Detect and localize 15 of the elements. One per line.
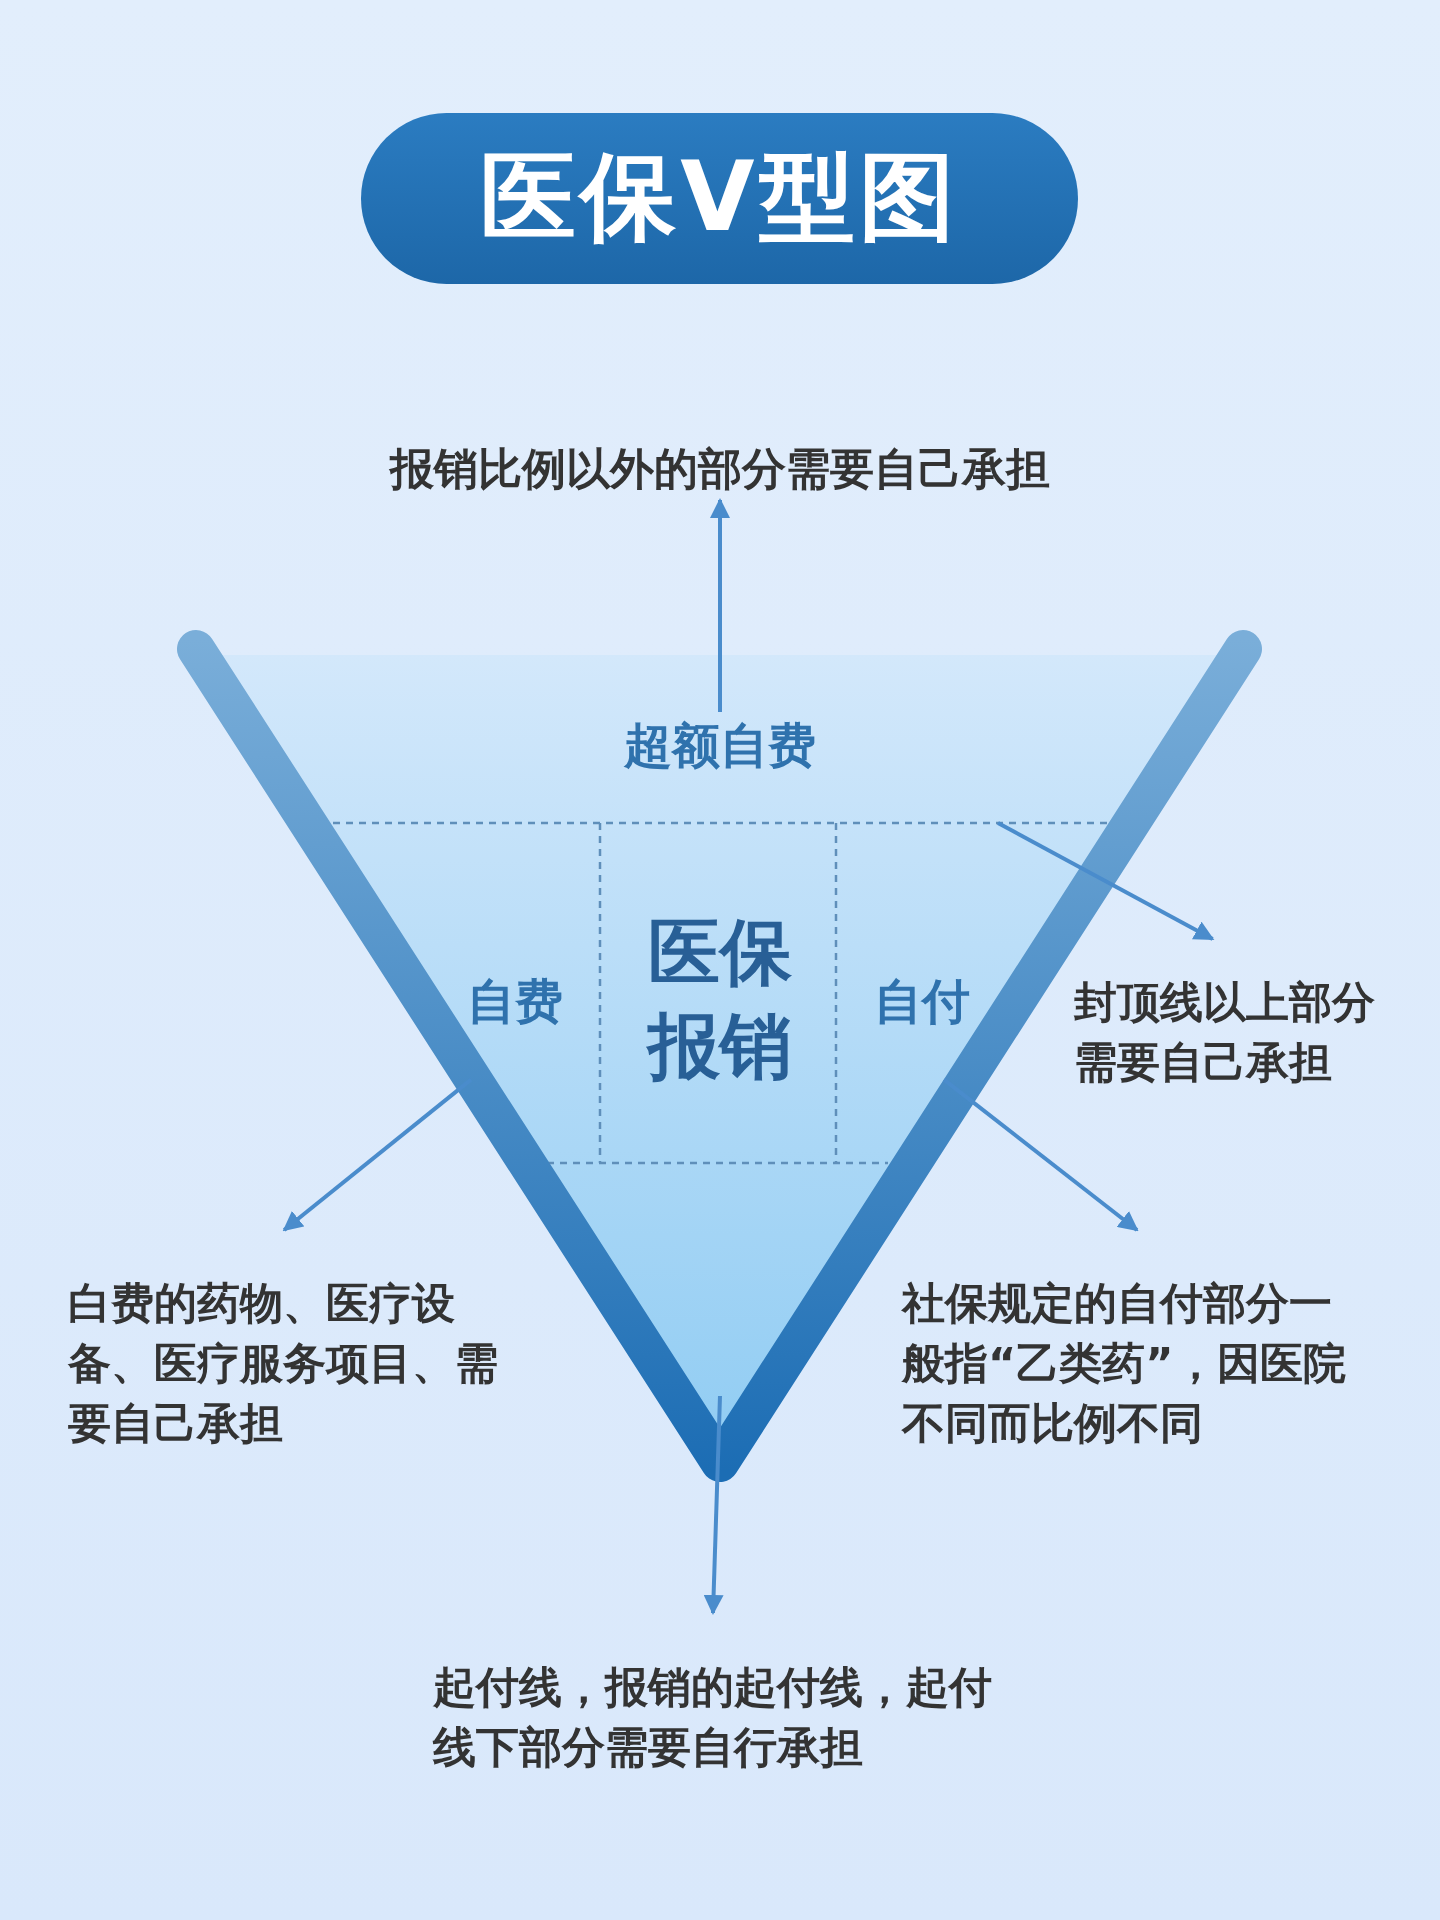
callout-text: 封顶线以上部分需要自己承担 [1074,975,1376,1089]
callout-text: 报销比例以外的部分需要自己承担 [388,442,1051,497]
title-banner: 医保V型图 [361,113,1078,284]
callout-text: 白费的药物、医疗设备、医疗服务项目、需要自己承担 [68,1276,499,1451]
region-label: 超额自费 [623,716,817,775]
region-label: 自付 [873,972,971,1031]
region-label: 自费 [466,972,564,1031]
arrow [282,1078,473,1232]
arrow [942,1078,1139,1232]
arrow [703,1395,724,1615]
callout-text: 起付线，报销的起付线，起付线下部分需要自行承担 [433,1660,993,1774]
region-label: 医保报销 [645,909,793,1090]
arrow [997,821,1215,941]
callout-text: 社保规定的自付部分一般指“乙类药”，因医院不同而比例不同 [902,1276,1347,1451]
arrow [710,498,730,712]
